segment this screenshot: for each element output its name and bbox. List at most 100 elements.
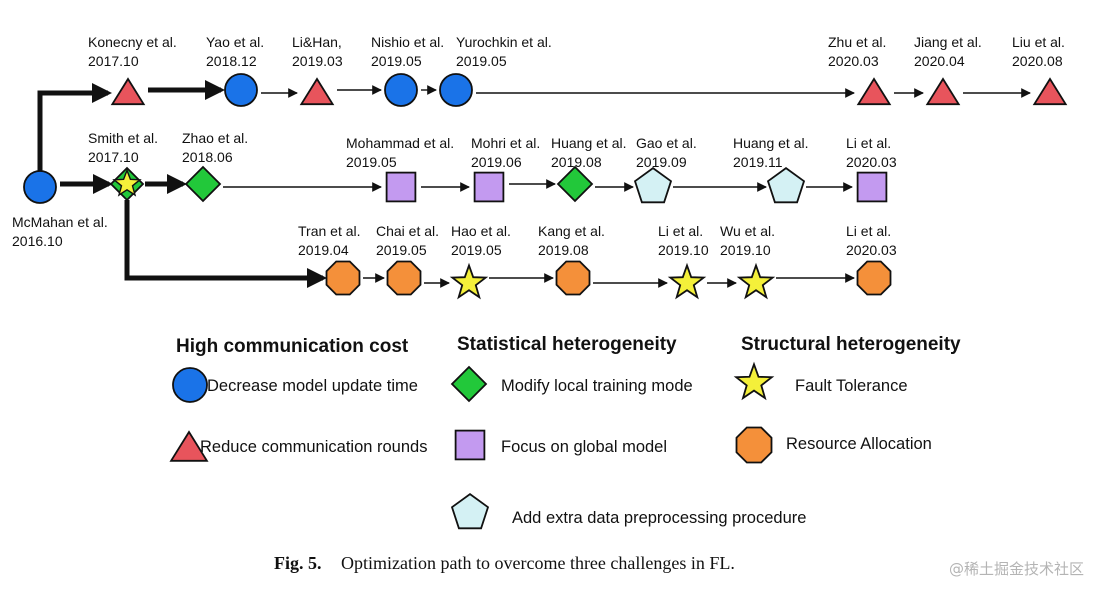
node-mohri	[473, 171, 505, 203]
star-icon	[667, 262, 707, 300]
node-mcmahan	[23, 170, 57, 204]
node-year: 2016.10	[12, 233, 63, 249]
node-year: 2019.04	[298, 242, 349, 258]
star-icon	[449, 262, 489, 300]
legend-octagon-icon	[735, 426, 773, 464]
node-smith	[109, 166, 145, 202]
legend-header: Structural heterogeneity	[741, 334, 961, 355]
node-nishio	[384, 73, 418, 107]
triangle-icon	[856, 77, 892, 106]
triangle-icon	[110, 77, 146, 106]
caption-label: Fig. 5.	[274, 553, 322, 573]
legend-label: Resource Allocation	[786, 435, 932, 453]
circle-icon	[224, 73, 258, 107]
node-year: 2019.08	[538, 242, 589, 258]
node-year: 2019.09	[636, 154, 687, 170]
legend-pentagon-icon	[450, 492, 490, 530]
node-li_mid	[856, 171, 888, 203]
legend-item-star: Fault Tolerance	[733, 361, 908, 401]
legend-star-icon	[733, 361, 775, 401]
node-year: 2019.10	[720, 242, 771, 258]
legend-circle-icon	[172, 367, 208, 403]
node-yao	[224, 73, 258, 107]
node-author: Chai et al.	[376, 223, 439, 239]
octagon-icon	[325, 260, 361, 296]
node-year: 2019.05	[371, 53, 422, 69]
node-author: Smith et al.	[88, 130, 158, 146]
legend-item-pentagon: Add extra data preprocessing procedure	[450, 492, 806, 530]
node-year: 2019.11	[733, 154, 783, 170]
legend-item-diamond: Modify local training mode	[450, 365, 693, 403]
node-year: 2018.06	[182, 149, 233, 165]
octagon-icon	[555, 260, 591, 296]
node-year: 2019.03	[292, 53, 343, 69]
node-year: 2019.05	[346, 154, 397, 170]
node-author: Mohri et al.	[471, 135, 540, 151]
caption-text: Optimization path to overcome three chal…	[341, 553, 735, 573]
node-zhao	[184, 165, 222, 203]
star-icon	[736, 262, 776, 300]
legend-label: Add extra data preprocessing procedure	[512, 509, 806, 527]
edge-smith-to-tran	[124, 200, 327, 288]
legend-item-circle: Decrease model update time	[172, 367, 418, 403]
node-year: 2019.05	[376, 242, 427, 258]
edge-mcmahan-to-konecny	[37, 83, 112, 171]
node-chai	[386, 260, 422, 296]
square-icon	[473, 171, 505, 203]
node-author: Li&Han,	[292, 34, 342, 50]
node-konecny	[110, 77, 146, 106]
legend-label: Reduce communication rounds	[200, 438, 427, 456]
node-author: Zhu et al.	[828, 34, 886, 50]
node-author: Li et al.	[846, 135, 891, 151]
node-author: Kang et al.	[538, 223, 605, 239]
node-mohammad	[385, 171, 417, 203]
node-year: 2017.10	[88, 149, 139, 165]
node-hao	[449, 262, 489, 300]
pentagon-icon	[633, 166, 673, 204]
triangle-icon	[925, 77, 961, 106]
pentagon-icon	[766, 166, 806, 204]
node-author: Wu et al.	[720, 223, 775, 239]
node-author: Liu et al.	[1012, 34, 1065, 50]
legend-item-octagon: Resource Allocation	[735, 426, 932, 464]
node-year: 2019.05	[456, 53, 507, 69]
node-huang2	[766, 166, 806, 204]
node-author: Jiang et al.	[914, 34, 982, 50]
node-year: 2017.10	[88, 53, 139, 69]
legend-label: Focus on global model	[501, 438, 667, 456]
diamond-icon	[184, 165, 222, 203]
square-icon	[856, 171, 888, 203]
octagon-icon	[856, 260, 892, 296]
triangle-icon	[299, 77, 335, 106]
node-li_b2	[856, 260, 892, 296]
paper-nodes	[23, 73, 1068, 300]
node-yurochkin	[439, 73, 473, 107]
node-author: Huang et al.	[733, 135, 809, 151]
legend-triangle-icon	[169, 430, 209, 462]
node-author: Yao et al.	[206, 34, 264, 50]
watermark: @稀土掘金技术社区	[949, 560, 1084, 578]
legend-label: Modify local training mode	[501, 377, 693, 395]
node-year: 2019.08	[551, 154, 602, 170]
node-year: 2020.08	[1012, 53, 1063, 69]
legend-item-square: Focus on global model	[454, 429, 667, 461]
node-author: Yurochkin et al.	[456, 34, 552, 50]
node-author: Tran et al.	[298, 223, 361, 239]
node-li_b1	[667, 262, 707, 300]
node-year: 2020.03	[846, 242, 897, 258]
node-author: Li et al.	[846, 223, 891, 239]
circle-icon	[384, 73, 418, 107]
node-huang1	[556, 165, 594, 203]
diamond-star-icon-star-icon	[112, 168, 142, 197]
node-jiang	[925, 77, 961, 106]
node-zhu	[856, 77, 892, 106]
node-author: McMahan et al.	[12, 214, 108, 230]
legend-diamond-icon	[450, 365, 488, 403]
node-year: 2019.10	[658, 242, 709, 258]
node-author: Mohammad et al.	[346, 135, 454, 151]
node-kang	[555, 260, 591, 296]
node-liu	[1032, 77, 1068, 106]
